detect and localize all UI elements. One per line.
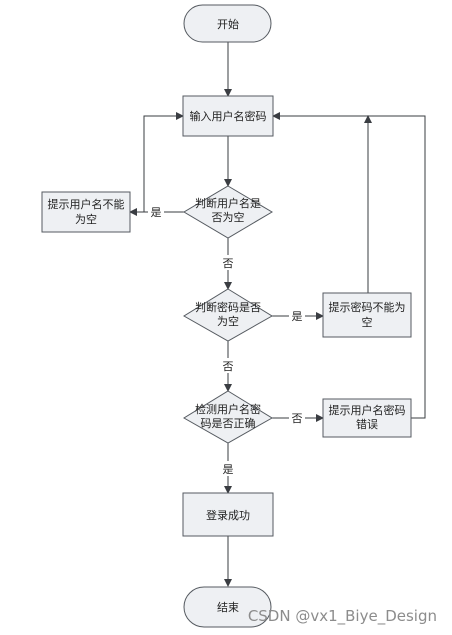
node-end: 结束 <box>183 586 272 628</box>
edge-label-yes: 是 <box>292 310 303 323</box>
edge-label-no: 否 <box>292 412 303 425</box>
node-check-user: 判断用户名是 否为空 <box>183 185 273 239</box>
node-check-pwd-line2: 为空 <box>217 314 239 328</box>
node-start: 开始 <box>183 4 272 43</box>
node-check-pwd-line1: 判断密码是否 <box>195 300 261 314</box>
node-success: 登录成功 <box>182 492 274 537</box>
node-tip-wrong-line2: 错误 <box>356 417 378 431</box>
node-check-user-line2: 否为空 <box>212 210 245 224</box>
edge-tip-wrong-back <box>272 112 426 419</box>
node-verify-line2: 码是否正确 <box>201 417 256 430</box>
node-verify: 检测用户名密 码是否正确 <box>183 390 273 444</box>
edge-label-no: 否 <box>223 257 234 270</box>
node-start-label: 开始 <box>217 17 239 31</box>
edge-labels: 是 否 是 否 否 是 <box>148 204 305 476</box>
edge-label-no: 否 <box>223 360 234 373</box>
node-tip-pwd-empty-line1: 提示密码不能为 <box>329 300 406 314</box>
edge-tip-user-back <box>143 112 184 212</box>
edge-label-yes: 是 <box>223 463 234 476</box>
watermark: CSDN @vx1_Biye_Design <box>248 607 437 626</box>
node-check-user-line1: 判断用户名是 <box>195 196 261 210</box>
node-tip-wrong: 提示用户名密码 错误 <box>322 398 412 438</box>
node-tip-wrong-line1: 提示用户名密码 <box>329 403 406 417</box>
node-tip-pwd-empty-line2: 空 <box>362 315 373 329</box>
node-tip-pwd-empty: 提示密码不能为 空 <box>322 292 412 338</box>
node-end-label: 结束 <box>217 601 239 614</box>
node-success-label: 登录成功 <box>206 508 250 522</box>
edge-label-yes: 是 <box>151 206 162 219</box>
node-tip-user-empty-line1: 提示用户名不能 <box>48 197 125 211</box>
node-verify-line1: 检测用户名密 <box>195 402 261 416</box>
node-check-pwd: 判断密码是否 为空 <box>183 288 273 342</box>
node-tip-user-empty: 提示用户名不能 为空 <box>41 191 131 233</box>
node-input-label: 输入用户名密码 <box>190 109 267 123</box>
node-tip-user-empty-line2: 为空 <box>75 212 97 226</box>
node-input: 输入用户名密码 <box>182 95 274 137</box>
